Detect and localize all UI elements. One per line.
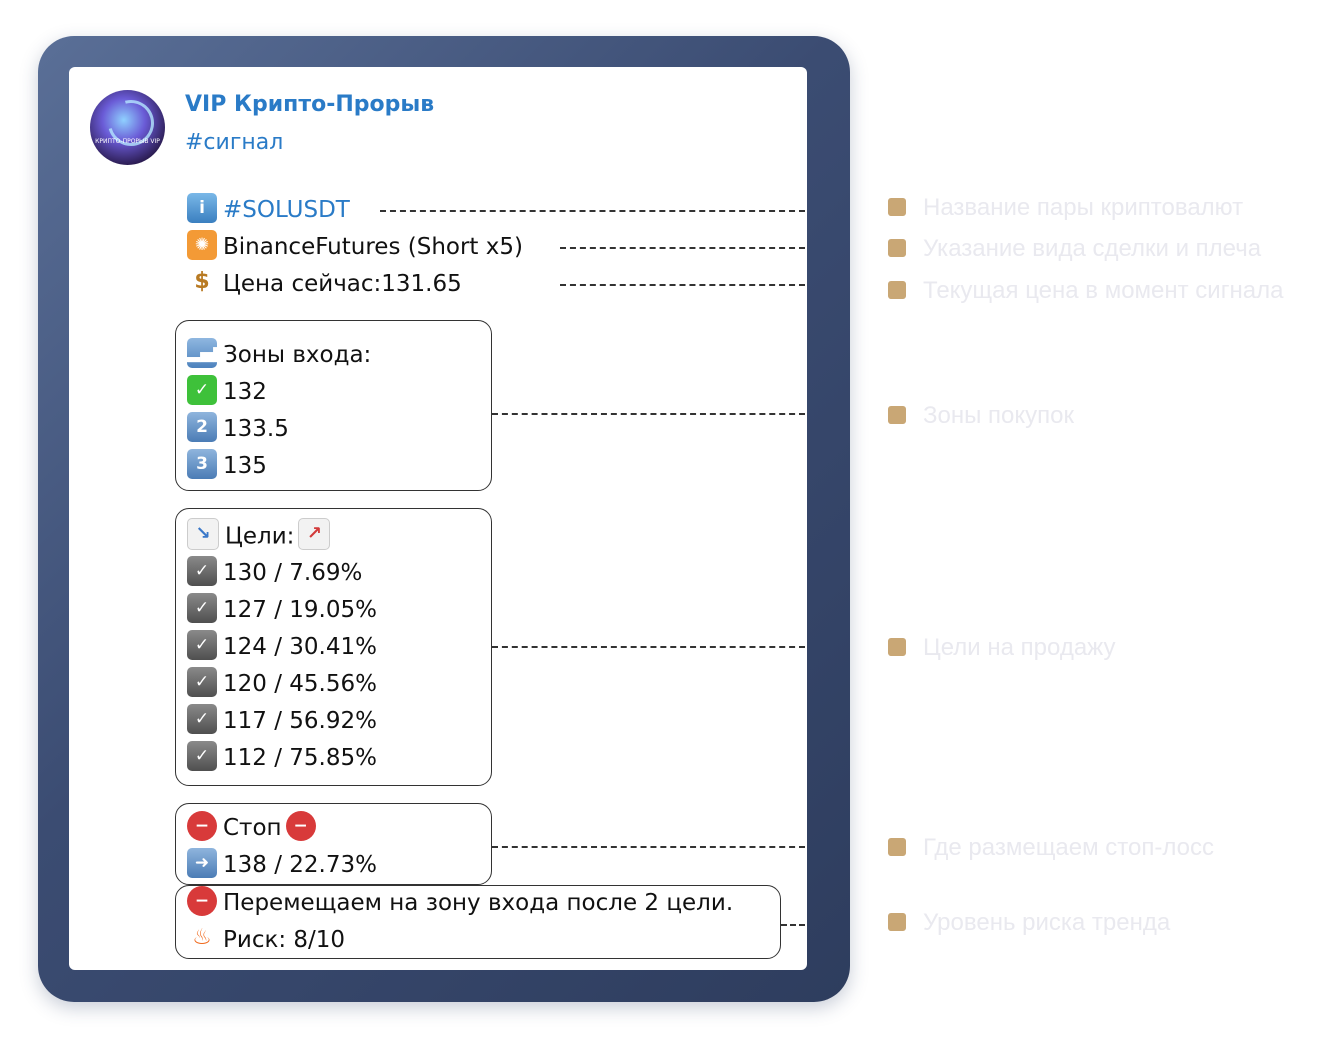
legend-item: Указание вида сделки и плеча xyxy=(888,235,1261,263)
no-entry-icon: − xyxy=(187,810,217,841)
check-box-icon: ✓ xyxy=(187,629,217,660)
zone-value: 133.5 xyxy=(223,416,289,442)
no-entry-icon: − xyxy=(187,885,217,916)
targets-title: Цели: xyxy=(225,523,295,550)
chart-increasing-icon: ↗ xyxy=(298,518,331,550)
legend-marker xyxy=(888,637,906,656)
check-box-icon: ✓ xyxy=(187,555,217,586)
channel-name[interactable]: VIP Крипто-Прорыв xyxy=(185,92,435,117)
legend-label: Где размещаем стоп-лосс xyxy=(923,834,1214,861)
check-box-icon: ✓ xyxy=(187,666,217,697)
signal-bars-icon: ▂▄▆ xyxy=(187,337,226,368)
stop-title: Стоп xyxy=(223,815,282,841)
target-value: 117 / 56.92% xyxy=(223,708,377,734)
keycap-2-icon: 2 xyxy=(187,411,217,442)
right-arrow-icon: ➜ xyxy=(187,847,217,878)
legend-marker xyxy=(888,837,906,856)
stop-value-line: ➜138 / 22.73% xyxy=(187,847,377,881)
legend-label: Текущая цена в момент сигнала xyxy=(923,277,1284,304)
check-mark-icon: ✓ xyxy=(187,374,217,405)
zone-value: 132 xyxy=(223,379,267,405)
exchange-line: ✺BinanceFutures (Short x5) xyxy=(187,229,523,263)
stop-title-line: −Стоп− xyxy=(187,810,322,844)
no-entry-icon: − xyxy=(285,810,316,841)
legend-label: Зоны покупок xyxy=(923,402,1074,429)
target-item: ✓127 / 19.05% xyxy=(187,592,377,626)
move-note: Перемещаем на зону входа после 2 цели. xyxy=(223,890,734,916)
target-value: 127 / 19.05% xyxy=(223,597,377,623)
info-icon: i xyxy=(187,192,217,223)
money-bag-icon: $ xyxy=(194,268,210,294)
target-item: ✓112 / 75.85% xyxy=(187,740,377,774)
price-text: Цена сейчас:131.65 xyxy=(223,271,462,297)
connector-line xyxy=(560,247,805,249)
fire-icon: ♨ xyxy=(192,924,212,950)
legend-item: Зоны покупок xyxy=(888,402,1074,430)
connector-line xyxy=(781,924,805,926)
legend-item: Текущая цена в момент сигнала xyxy=(888,277,1283,305)
check-box-icon: ✓ xyxy=(187,703,217,734)
target-item: ✓120 / 45.56% xyxy=(187,666,377,700)
legend-marker xyxy=(888,197,906,216)
target-value: 112 / 75.85% xyxy=(223,745,377,771)
legend-marker xyxy=(888,280,906,299)
sun-icon: ✺ xyxy=(187,229,217,260)
legend-label: Указание вида сделки и плеча xyxy=(923,235,1262,262)
pair-line: i#SOLUSDT xyxy=(187,192,350,226)
target-value: 120 / 45.56% xyxy=(223,671,377,697)
legend-item: Цели на продажу xyxy=(888,634,1116,662)
connector-line xyxy=(380,210,805,212)
keycap-3-icon: 3 xyxy=(187,448,217,479)
legend-item: Где размещаем стоп-лосс xyxy=(888,834,1214,862)
risk-box xyxy=(175,885,781,959)
avatar-text: КРИПТО-ПРОРЫВ VIP xyxy=(95,138,160,145)
target-item: ✓124 / 30.41% xyxy=(187,629,377,663)
connector-line xyxy=(492,846,805,848)
legend-marker xyxy=(888,238,906,257)
zone-value: 135 xyxy=(223,453,267,479)
target-item: ✓130 / 7.69% xyxy=(187,555,363,589)
connector-line xyxy=(492,646,805,648)
legend-label: Цели на продажу xyxy=(923,634,1116,661)
price-line: $ Цена сейчас:131.65 xyxy=(187,268,462,300)
target-value: 124 / 30.41% xyxy=(223,634,377,660)
legend-item: Уровень риска тренда xyxy=(888,909,1170,937)
connector-line xyxy=(560,284,805,286)
targets-title-line: ↘Цели:↗ xyxy=(187,518,336,553)
check-box-icon: ✓ xyxy=(187,592,217,623)
zone-item: ✓132 xyxy=(187,374,267,408)
stop-value: 138 / 22.73% xyxy=(223,852,377,878)
target-value: 130 / 7.69% xyxy=(223,560,363,586)
legend-label: Уровень риска тренда xyxy=(923,909,1171,936)
check-box-icon: ✓ xyxy=(187,740,217,771)
zones-title: Зоны входа: xyxy=(223,342,372,368)
risk-line: ♨ Риск: 8/10 xyxy=(187,925,345,956)
legend-marker xyxy=(888,912,906,931)
connector-line xyxy=(492,413,805,415)
exchange-text: BinanceFutures (Short x5) xyxy=(223,234,523,260)
pair-link[interactable]: #SOLUSDT xyxy=(223,197,350,223)
chart-decreasing-icon: ↘ xyxy=(187,518,219,550)
legend-label: Название пары криптовалют xyxy=(923,194,1244,221)
move-note-line: −Перемещаем на зону входа после 2 цели. xyxy=(187,885,734,919)
risk-text: Риск: 8/10 xyxy=(223,927,346,953)
stop-box xyxy=(175,803,492,885)
hashtag-link[interactable]: #сигнал xyxy=(185,130,284,155)
target-item: ✓117 / 56.92% xyxy=(187,703,377,737)
zones-title-line: ▂▄▆Зоны входа: xyxy=(187,337,372,371)
entry-zones-box xyxy=(175,320,492,491)
targets-box xyxy=(175,508,492,786)
legend-item: Название пары криптовалют xyxy=(888,194,1243,222)
legend-marker xyxy=(888,405,906,424)
channel-avatar[interactable]: КРИПТО-ПРОРЫВ VIP xyxy=(90,90,165,165)
